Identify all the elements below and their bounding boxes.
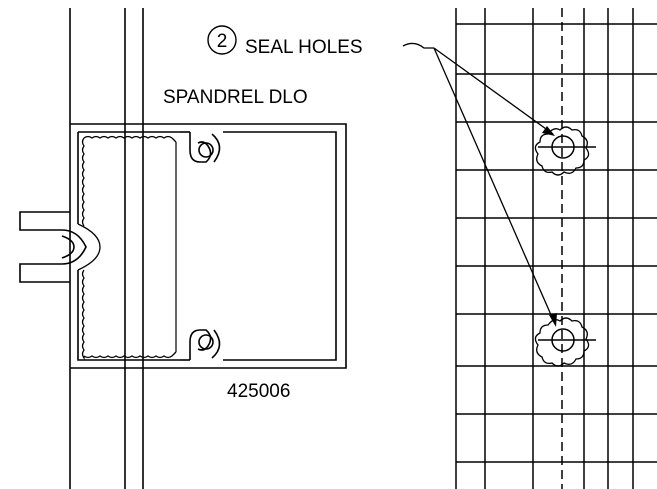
sealant-blob-upper [534,126,590,176]
tube-inner-wall [223,131,337,361]
mullion-nose [19,211,87,283]
screw-boss-bottom-hole [198,334,214,350]
seal-hole-lower [534,317,596,367]
seal-hole-upper [534,126,596,176]
spandrel-dlo-label: SPANDREL DLO [163,87,308,108]
leader-to-lower-hole [433,47,556,325]
tube-outer-outline [70,123,347,369]
mullion-nose-bead [77,223,101,271]
leader-arrowheads [542,126,557,327]
mullion-nose-inner [61,235,75,259]
arrowhead-upper [542,126,555,136]
screw-boss-top-hole [198,142,214,158]
mullion-section-view [19,8,347,489]
seal-holes-label: SEAL HOLES [245,37,363,58]
arrowhead-lower [549,313,557,327]
leader-to-upper-hole [433,47,554,135]
sealant-blob-lower [534,317,590,367]
grid-horizontals [456,23,657,463]
callout-leaders [402,42,556,325]
screw-boss-top-clip [211,133,221,163]
callout-number: 2 [217,31,228,52]
leader-horizontal [402,42,434,49]
tube-inner-left-wall [77,131,180,361]
grid-verticals [455,8,634,489]
glazing-gasket-left [81,135,177,360]
part-number-label: 425006 [227,381,290,402]
screw-boss-bottom-clip [211,329,221,359]
elevation-view [455,8,657,489]
callout-number-circle [207,25,237,55]
